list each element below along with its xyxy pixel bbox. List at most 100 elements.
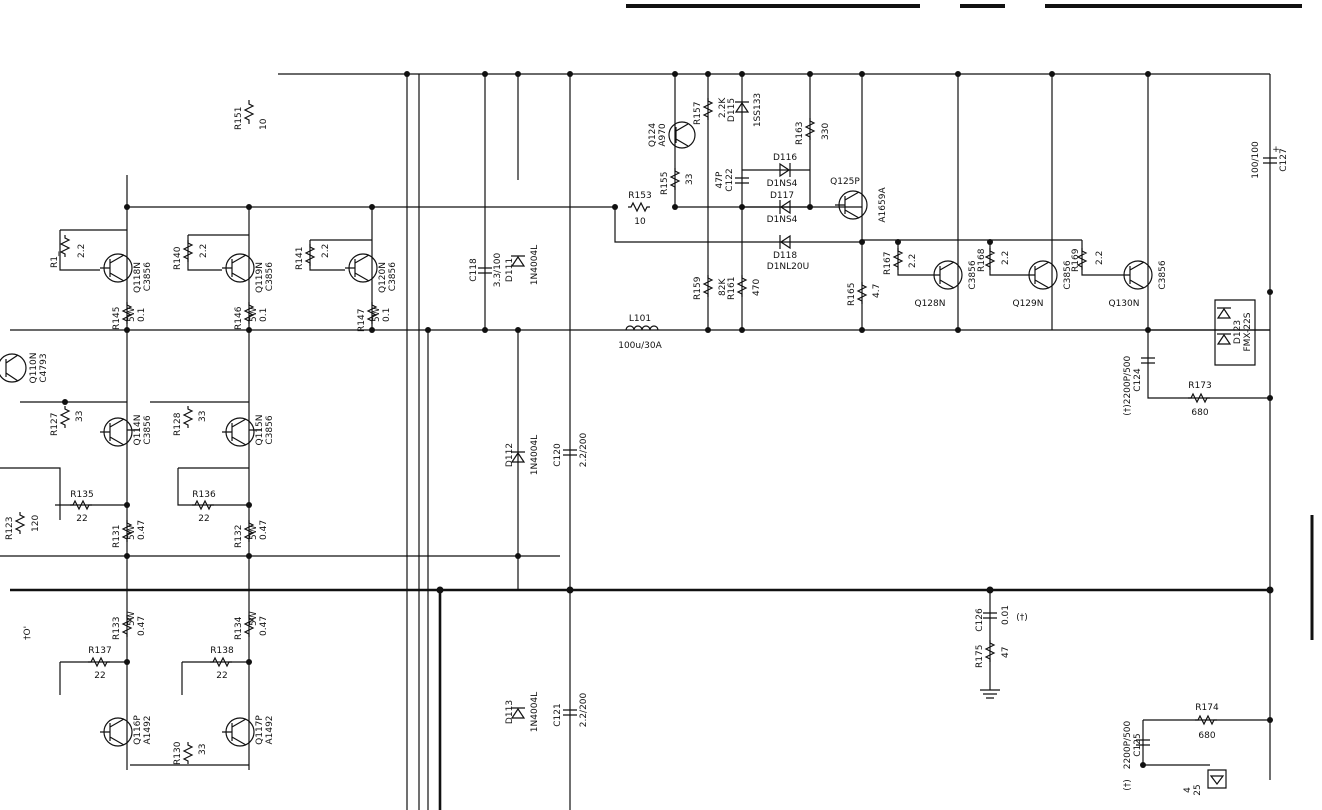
q120n-part: C3856 bbox=[388, 262, 398, 291]
r123-value: 120 bbox=[31, 515, 41, 532]
resistor-r168: R168 2.2 bbox=[977, 248, 1011, 272]
d118-part: D1NL20U bbox=[767, 262, 809, 272]
transistor-q118n: Q118N C3856 bbox=[100, 253, 153, 293]
q110n-part: C4793 bbox=[39, 353, 49, 382]
r169-ref: R169 bbox=[1071, 248, 1081, 272]
resistor-r157: R157 2.2K bbox=[693, 97, 728, 125]
r145-value: 0.1 bbox=[137, 308, 147, 322]
wiring bbox=[0, 73, 1271, 810]
r131-value: 0.47 bbox=[137, 520, 147, 540]
diode-d116a: D116 D1NS4 bbox=[767, 153, 798, 189]
resistor-r147: R147 0.1 5W bbox=[357, 302, 392, 332]
q118n-ref: Q118N bbox=[133, 262, 143, 293]
r132-value: 0.47 bbox=[259, 520, 269, 540]
diode-d111: D111 1N4004L bbox=[505, 245, 540, 285]
c126-value: 0.01 bbox=[1001, 605, 1011, 625]
resistor-r140: R140 2.2 bbox=[173, 240, 209, 270]
diode-d118: D118 D1NL20U bbox=[767, 234, 809, 272]
q116p-part: A1492 bbox=[143, 715, 153, 744]
r1x-value: 2.2 bbox=[77, 244, 87, 258]
r168-ref: R168 bbox=[977, 248, 987, 272]
ground-symbol bbox=[980, 689, 1000, 699]
r128-value: 33 bbox=[198, 411, 208, 422]
resistor-r173: R173 680 bbox=[1188, 381, 1212, 418]
inductor-l101: L101 100u/30A bbox=[618, 314, 662, 351]
r133-value: 0.47 bbox=[137, 616, 147, 636]
diode-d115: D115 1SS133 bbox=[727, 93, 763, 127]
q119n-ref: Q119N bbox=[255, 262, 265, 293]
resistor-r153: R153 10 bbox=[628, 191, 652, 227]
resistor-r165: R165 4.7 bbox=[847, 282, 882, 306]
q124-part: A970 bbox=[658, 123, 668, 147]
q129n-ref: Q129N bbox=[1013, 299, 1044, 309]
c120-ref: C120 bbox=[553, 443, 563, 467]
r138-value: 22 bbox=[216, 671, 227, 681]
r157-ref: R157 bbox=[693, 102, 703, 125]
resistor-r1x: R1_ 2.2 bbox=[50, 235, 87, 268]
capacitor-c127: 100/100 C127 + bbox=[1251, 141, 1289, 179]
r132-ref: R132 bbox=[234, 525, 244, 548]
capacitor-c120: C120 2.2/200 bbox=[553, 432, 589, 467]
corner-fragment: †O' bbox=[23, 626, 33, 640]
d115-ref: D115 bbox=[727, 98, 737, 122]
q128n-part: C3856 bbox=[968, 260, 978, 289]
resistor-r130: R130 33 bbox=[173, 741, 208, 765]
d116a-ref: D116 bbox=[773, 153, 797, 163]
c124-mark: (†) bbox=[1123, 404, 1133, 416]
q125p-ref: Q125P bbox=[830, 177, 860, 187]
q114n-part: C3856 bbox=[143, 415, 153, 444]
transistor-q114n: Q114N C3856 bbox=[100, 415, 153, 447]
resistor-r141: R141 2.2 bbox=[295, 244, 331, 270]
q117p-ref: Q117P bbox=[255, 715, 265, 745]
junction-dots bbox=[62, 71, 1274, 768]
r136-ref: R136 bbox=[192, 490, 216, 500]
resistor-r137: R137 22 bbox=[88, 646, 112, 681]
c122-value: 47P bbox=[715, 171, 725, 188]
c125-ref: C125 bbox=[1133, 733, 1143, 756]
resistor-r145: R145 0.1 5W bbox=[112, 302, 147, 330]
r145-watt: 5W bbox=[127, 307, 137, 322]
r140-ref: R140 bbox=[173, 246, 183, 270]
r165-ref: R165 bbox=[847, 283, 857, 306]
r147-value: 0.1 bbox=[382, 308, 392, 322]
capacitor-c118: C118 3.3/100 bbox=[469, 252, 503, 287]
r131-watt: 5W bbox=[127, 525, 137, 540]
r136-value: 22 bbox=[198, 514, 209, 524]
c124-ref: C124 bbox=[1133, 368, 1143, 392]
d113-ref: D113 bbox=[505, 700, 515, 724]
resistor-r128: R128 33 bbox=[173, 406, 208, 436]
q118n-part: C3856 bbox=[143, 262, 153, 291]
diode-d117: D117 D1NS4 bbox=[767, 191, 798, 225]
capacitor-c124: 2200P/500 C124 (†) bbox=[1123, 355, 1155, 416]
r140-value: 2.2 bbox=[199, 244, 209, 258]
resistor-r136: R136 22 bbox=[192, 490, 216, 524]
c125-mark: (†) bbox=[1123, 779, 1133, 791]
q114n-ref: Q114N bbox=[133, 415, 143, 446]
r132-watt: 5W bbox=[249, 525, 259, 540]
d112-ref: D112 bbox=[505, 443, 515, 467]
r151-value: 10 bbox=[259, 118, 269, 130]
c121-value: 2.2/200 bbox=[579, 692, 589, 727]
resistor-r131: R131 0.47 5W bbox=[112, 520, 147, 548]
resistor-r134: R134 0.47 5W bbox=[234, 611, 269, 640]
q124-ref: Q124 bbox=[648, 123, 658, 148]
resistor-r135: R135 22 bbox=[70, 490, 94, 524]
transistor-q129n: Q129N C3856 bbox=[1013, 260, 1074, 309]
q117p-part: A1492 bbox=[265, 715, 275, 744]
r138-ref: R138 bbox=[210, 646, 234, 656]
r147-ref: R147 bbox=[357, 309, 367, 332]
d116a-part: D1NS4 bbox=[767, 179, 798, 189]
r163-value: 330 bbox=[821, 123, 831, 140]
r175-value: 47 bbox=[1001, 647, 1011, 658]
d115-part: 1SS133 bbox=[753, 93, 763, 127]
resistor-r151: R151 10 bbox=[234, 100, 269, 130]
transistor-q119n: Q119N C3856 bbox=[222, 253, 275, 293]
capacitor-c126: C126 0.01 (†) bbox=[975, 605, 1028, 632]
r173-ref: R173 bbox=[1188, 381, 1211, 391]
q115n-part: C3856 bbox=[265, 415, 275, 444]
resistor-r169: R169 2.2 bbox=[1071, 248, 1105, 272]
r134-value: 0.47 bbox=[259, 616, 269, 636]
l101-value: 100u/30A bbox=[618, 341, 662, 351]
r145-ref: R145 bbox=[112, 307, 122, 330]
resistor-r159: R159 82K bbox=[693, 275, 728, 300]
